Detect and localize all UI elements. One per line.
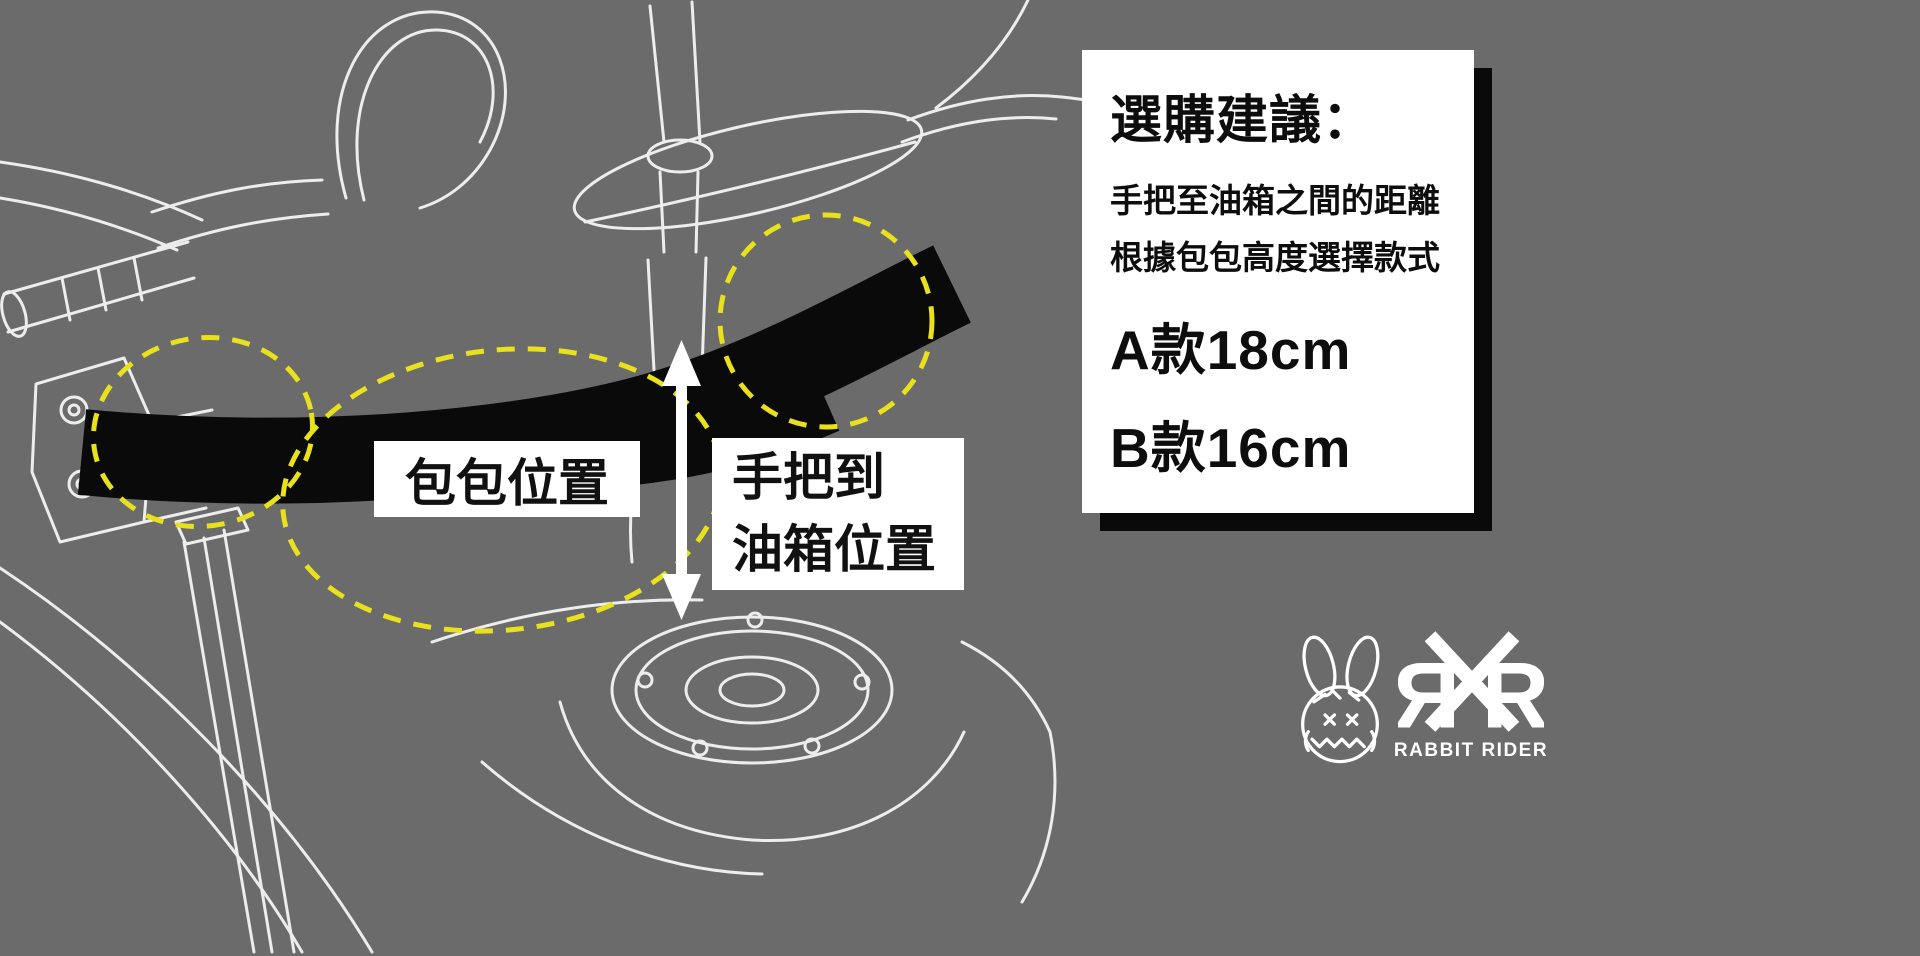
tank-right-line (960, 640, 1057, 904)
cable-right-3 (934, 0, 1030, 110)
tank-lower-curve (558, 700, 966, 843)
rabbit-zigzag-mouth (1310, 737, 1366, 749)
panel-line-2: 根據包包高度選擇款式 (1110, 238, 1440, 276)
mount-band-shape (77, 245, 971, 504)
rr-logo-icon: R R (1398, 631, 1544, 737)
panel-option-a: A款18cm (1110, 318, 1352, 381)
tank-cap-mid (684, 655, 820, 725)
distance-arrow-head-bottom (662, 574, 701, 620)
tank-cap-inner (718, 672, 786, 708)
tank-top-line (430, 598, 704, 644)
rr-logo-letter-left: R (1398, 642, 1460, 737)
reservoir-bolt-1 (59, 395, 89, 425)
tank-cap-outer (610, 615, 894, 765)
bag-position-text: 包包位置 (404, 455, 609, 512)
rabbit-stitches (1312, 689, 1361, 704)
tank-cap-ring (634, 629, 870, 751)
stalk-lower (658, 170, 700, 254)
brand-name: RABBIT RIDER (1393, 740, 1549, 761)
distance-arrow (662, 340, 701, 620)
mirror-stalk (648, 0, 702, 144)
panel-line-1: 手把至油箱之間的距離 (1110, 182, 1440, 219)
cap-bolt-3 (853, 673, 871, 691)
rabbit-mascot-icon (1301, 635, 1380, 764)
rabbit-eye-left (1323, 713, 1337, 726)
steering-stem (646, 256, 708, 372)
handle-to-tank-label: 手把到 油箱位置 (712, 438, 964, 590)
cable-left (0, 160, 204, 252)
stalk-collar (646, 138, 714, 174)
fork-clamp (174, 506, 250, 546)
rabbit-head (1301, 685, 1379, 764)
bar-end (0, 290, 28, 338)
panel-title: 選購建議： (1110, 92, 1376, 150)
handle-to-tank-line2: 油箱位置 (732, 521, 937, 578)
tank-seam (480, 760, 764, 876)
brake-lever-edge (583, 140, 917, 224)
highlight-ellipse-left (90, 334, 316, 530)
fork-tubes (182, 528, 296, 954)
rabbit-eye-right (1345, 713, 1359, 726)
highlight-circle-right (717, 212, 935, 430)
grip-rings (60, 256, 144, 322)
rr-logo-letter-right: R (1482, 642, 1544, 737)
cable-loop-inner (355, 28, 495, 202)
purchase-advice-panel: 選購建議： 手把至油箱之間的距離 根據包包高度選擇款式 A款18cm B款16c… (1082, 50, 1474, 513)
reservoir-bolt-1-inner (67, 403, 81, 417)
rabbit-cheeks (1303, 730, 1377, 753)
rr-logo-x (1424, 631, 1520, 732)
handlebar-left (2, 240, 196, 334)
clutch-lever (150, 178, 330, 250)
panel-option-b: B款16cm (1110, 416, 1352, 479)
body-swoop-1 (0, 566, 374, 954)
handle-to-tank-line1: 手把到 (732, 448, 886, 506)
cap-bolt-2 (746, 611, 764, 629)
cable-right-2 (900, 116, 1058, 144)
rabbit-ear-left (1302, 635, 1337, 698)
body-swoop-2 (0, 620, 304, 954)
cap-bolt-1 (636, 671, 654, 689)
cable-loop-outer (335, 10, 507, 210)
bag-position-label: 包包位置 (374, 441, 640, 517)
distance-arrow-head-top (662, 340, 701, 386)
brake-lever (572, 109, 924, 231)
cap-bolt-4 (691, 739, 709, 757)
distance-arrow-shaft (676, 374, 687, 586)
cap-bolt-5 (803, 737, 821, 755)
